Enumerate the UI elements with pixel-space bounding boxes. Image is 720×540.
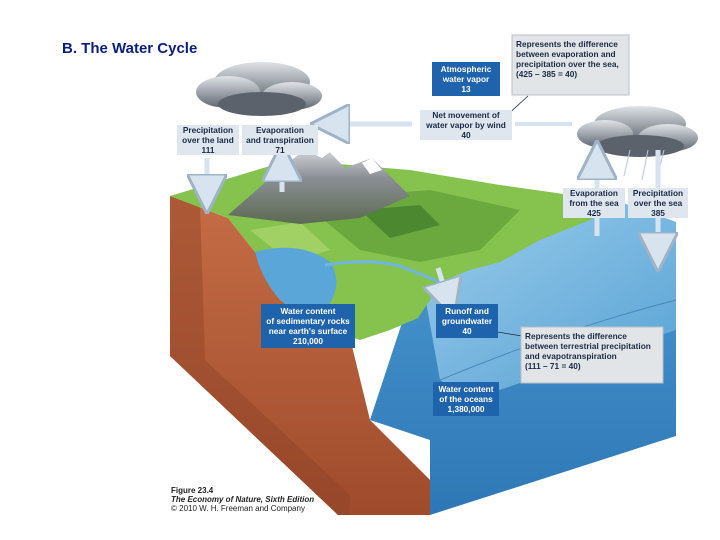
label-atmospheric-vapor: Atmospheric water vapor 13 <box>432 62 500 96</box>
cloud-left <box>196 62 322 116</box>
label-precip-land: Precipitation over the land 111 <box>177 125 239 155</box>
caption-copyright: © 2010 W. H. Freeman and Company <box>171 504 305 513</box>
caption-figure-number: Figure 23.4 <box>171 486 214 495</box>
note-land-difference: Represents the difference between terres… <box>525 331 651 371</box>
label-net-movement: Net movement of water vapor by wind 40 <box>420 110 512 140</box>
label-runoff: Runoff and groundwater 40 <box>436 304 498 338</box>
label-evap-transpiration: Evaporation and transpiration 71 <box>242 125 318 155</box>
label-evap-sea: Evaporation from the sea 425 <box>563 188 625 218</box>
slide-title: B. The Water Cycle <box>62 40 198 57</box>
note-panel-sea <box>511 34 630 96</box>
label-sedimentary-rocks: Water content of sedimentary rocks near … <box>261 304 355 348</box>
note-panel-land <box>520 326 664 384</box>
note-sea-difference: Represents the difference between evapor… <box>516 39 619 79</box>
soil-block <box>170 196 430 515</box>
label-precip-sea: Precipitation over the sea 385 <box>628 188 688 218</box>
label-oceans: Water content of the oceans 1,380,000 <box>433 382 499 416</box>
figure-caption: Figure 23.4 The Economy of Nature, Sixth… <box>171 486 314 513</box>
caption-book-title: The Economy of Nature, Sixth Edition <box>171 495 315 504</box>
